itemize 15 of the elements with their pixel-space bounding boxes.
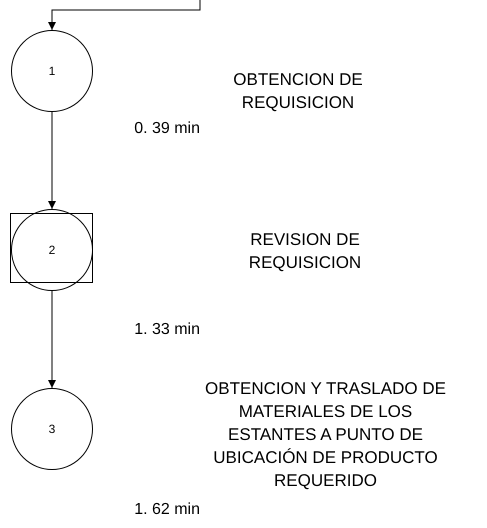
step-number: 2 <box>48 244 56 256</box>
step-duration: 1. 62 min <box>134 501 200 519</box>
step-description: OBTENCION Y TRASLADO DE MATERIALES DE LOS ESTANTES A PUNTO DE UBICACIÓN DE PRODUCTO REQUERIDO <box>204 378 447 492</box>
operation-circle <box>11 30 93 112</box>
step-number: 1 <box>48 65 56 77</box>
step-description: REVISION DE REQUISICION <box>248 229 362 274</box>
step-number: 3 <box>48 423 56 435</box>
arrow <box>48 290 56 388</box>
step-duration: 0. 39 min <box>134 120 200 138</box>
arrow <box>48 0 200 30</box>
operation-circle <box>11 209 93 291</box>
step-duration: 1. 33 min <box>134 321 200 339</box>
operation-circle <box>11 388 93 470</box>
arrow <box>48 112 56 210</box>
step-description: OBTENCION DE REQUISICION <box>232 69 364 114</box>
